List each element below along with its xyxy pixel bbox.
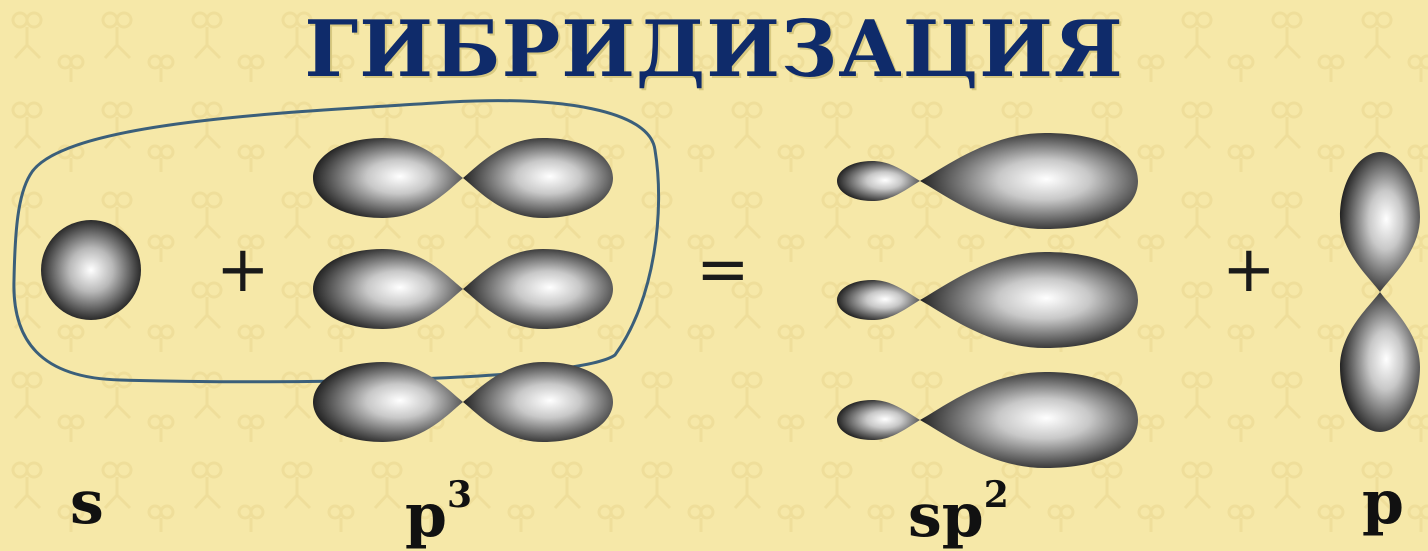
label-sp2: sp2 xyxy=(908,468,1009,551)
label-p: p xyxy=(1362,468,1404,538)
s-orbital xyxy=(41,220,141,320)
label-p3-base: p xyxy=(405,481,447,551)
label-sp2-superscript: 2 xyxy=(983,474,1009,516)
diagram-title: ГИБРИДИЗАЦИЯ xyxy=(304,4,1124,95)
label-p3-superscript: 3 xyxy=(446,474,473,516)
plus-sign-2: + xyxy=(1222,233,1276,307)
plus-sign-1: + xyxy=(216,233,270,307)
label-s: s xyxy=(70,468,104,538)
grouping-outline xyxy=(12,99,661,384)
equals-sign: = xyxy=(696,233,750,307)
label-sp2-base: sp xyxy=(908,481,984,551)
label-p3: p3 xyxy=(405,468,472,551)
